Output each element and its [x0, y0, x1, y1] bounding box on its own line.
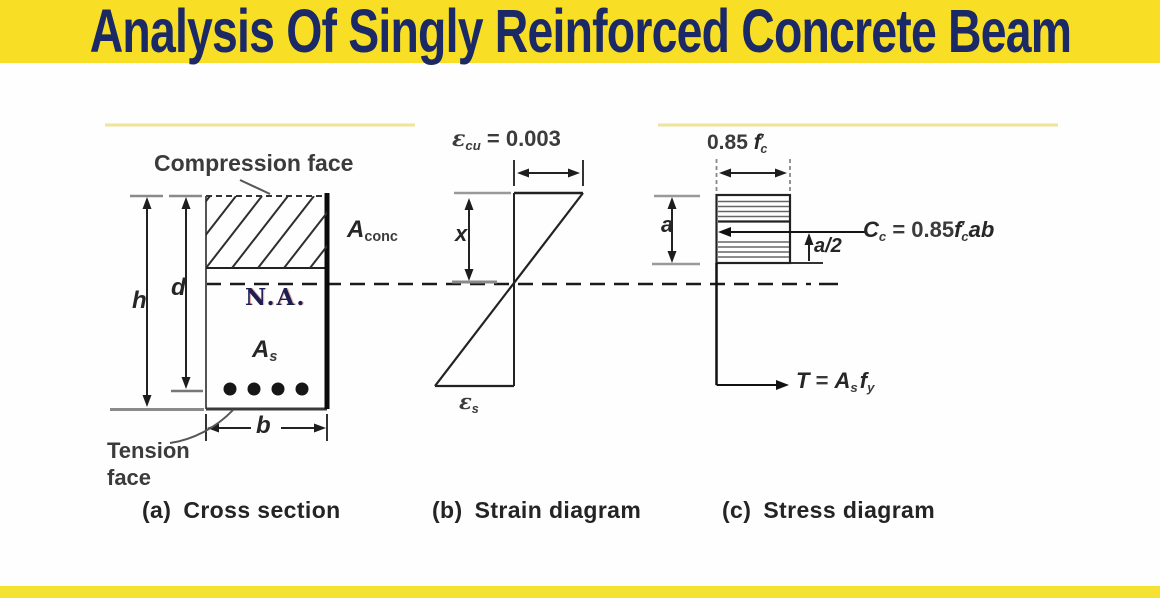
- h-label: h: [132, 287, 147, 314]
- a-label: a: [661, 212, 674, 237]
- caption-strain-diagram: (b)Strain diagram: [432, 497, 642, 523]
- a-half-label: a/2: [814, 235, 842, 257]
- hatch-region: [206, 196, 327, 268]
- stress-top-dimension: [715, 159, 791, 192]
- caption-cross-section: (a)Cross section: [142, 497, 341, 523]
- tension-face-line1: Tension: [107, 438, 190, 463]
- stress-block: [715, 193, 792, 265]
- a-half-dimension: [791, 233, 823, 264]
- x-dimension: [452, 198, 497, 284]
- cross-section-outline: [110, 193, 330, 411]
- a-dimension: [652, 194, 700, 266]
- caption-stress-diagram: (c)Stress diagram: [722, 497, 936, 523]
- na-label: N.A.: [245, 284, 307, 311]
- tension-face-line2: face: [107, 465, 152, 490]
- strain-triangle: [434, 191, 584, 388]
- stress-top-label: 0.85 f′c: [707, 131, 768, 156]
- strain-top-dimension: [513, 160, 584, 186]
- d-dimension: [169, 194, 203, 393]
- a-s-label: As: [252, 336, 278, 366]
- b-label: b: [256, 412, 271, 439]
- d-label: d: [171, 274, 186, 301]
- title-banner: Analysis Of Singly Reinforced Concrete B…: [0, 0, 1160, 63]
- tension-face-label: Tension face: [107, 437, 190, 491]
- b-dimension: [205, 414, 328, 441]
- eps-s-label: εs: [459, 389, 479, 416]
- x-label: x: [455, 221, 468, 246]
- bottom-banner: [0, 586, 1160, 598]
- page-title: Analysis Of Singly Reinforced Concrete B…: [89, 0, 1071, 66]
- h-dimension: [130, 194, 163, 407]
- eps-cu-label: εcu = 0.003: [452, 126, 561, 153]
- rebar-dots: [223, 382, 309, 396]
- a-conc-label: Aconc: [347, 216, 398, 246]
- compression-face-label: Compression face: [154, 150, 354, 176]
- leader-lines: [169, 179, 271, 444]
- t-label: T = Asfy: [796, 368, 875, 395]
- t-arrow: [715, 263, 789, 390]
- cc-arrow: [718, 227, 866, 237]
- cc-label: Cc = 0.85f′cab: [863, 217, 995, 244]
